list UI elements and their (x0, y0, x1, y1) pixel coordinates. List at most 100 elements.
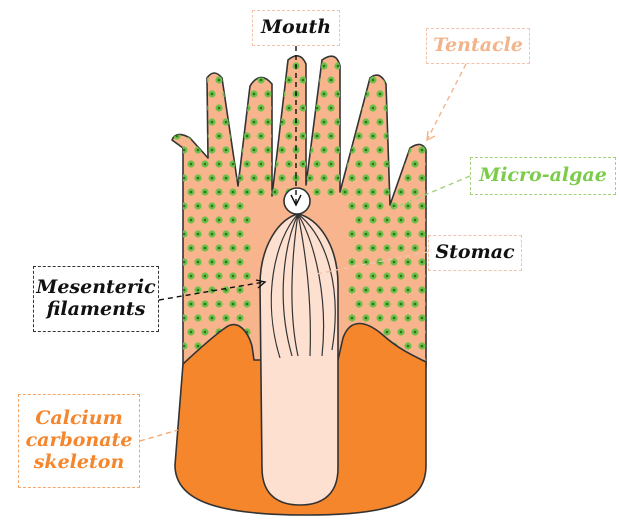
algae-cell-icon (264, 90, 271, 97)
algae-cell-icon (208, 258, 215, 265)
algae-cell-icon (404, 174, 411, 181)
algae-cell-icon (278, 118, 285, 125)
algae-cell-icon (257, 188, 264, 195)
algae-cell-icon (236, 230, 243, 237)
algae-cell-icon (264, 146, 271, 153)
algae-cell-icon (404, 258, 411, 265)
algae-cell-icon (201, 244, 208, 251)
algae-cell-icon (369, 132, 376, 139)
algae-cell-icon (369, 300, 376, 307)
algae-cell-icon (390, 230, 397, 237)
algae-cell-icon (355, 160, 362, 167)
calcium-label-line: carbonate (26, 430, 133, 452)
algae-cell-icon (201, 160, 208, 167)
algae-cell-icon (355, 272, 362, 279)
algae-cell-icon (173, 300, 180, 307)
algae-cell-icon (257, 160, 264, 167)
algae-cell-icon (327, 132, 334, 139)
algae-cell-icon (264, 62, 271, 69)
algae-cell-icon (208, 62, 215, 69)
algae-cell-icon (418, 174, 425, 181)
algae-cell-icon (383, 328, 390, 335)
algae-cell-icon (285, 76, 292, 83)
algae-cell-icon (243, 300, 250, 307)
algae-cell-icon (348, 174, 355, 181)
algae-cell-icon (355, 244, 362, 251)
algae-cell-icon (383, 244, 390, 251)
mesenteric-filaments-label: Mesenteric filaments (33, 266, 159, 332)
algae-cell-icon (369, 188, 376, 195)
algae-cell-icon (376, 118, 383, 125)
algae-cell-icon (264, 118, 271, 125)
algae-cell-icon (397, 216, 404, 223)
algae-cell-icon (348, 286, 355, 293)
algae-cell-icon (201, 328, 208, 335)
stomac-label: Stomac (428, 235, 522, 271)
algae-cell-icon (222, 286, 229, 293)
algae-cell-icon (215, 132, 222, 139)
algae-cell-icon (320, 90, 327, 97)
algae-cell-icon (348, 230, 355, 237)
algae-cell-icon (348, 146, 355, 153)
algae-cell-icon (355, 216, 362, 223)
algae-cell-icon (404, 62, 411, 69)
algae-cell-icon (376, 62, 383, 69)
algae-cell-icon (376, 314, 383, 321)
algae-cell-icon (285, 160, 292, 167)
algae-cell-icon (404, 118, 411, 125)
algae-cell-icon (278, 146, 285, 153)
algae-cell-icon (418, 342, 425, 349)
algae-cell-icon (243, 76, 250, 83)
algae-cell-icon (397, 160, 404, 167)
algae-cell-icon (222, 202, 229, 209)
algae-cell-icon (194, 90, 201, 97)
algae-cell-icon (383, 300, 390, 307)
algae-cell-icon (348, 90, 355, 97)
algae-cell-icon (250, 62, 257, 69)
algae-cell-icon (341, 104, 348, 111)
algae-cell-icon (418, 258, 425, 265)
algae-cell-icon (404, 90, 411, 97)
algae-cell-icon (208, 146, 215, 153)
algae-cell-icon (348, 258, 355, 265)
algae-cell-icon (383, 132, 390, 139)
algae-cell-icon (222, 146, 229, 153)
algae-cell-icon (285, 132, 292, 139)
tentacle-label: Tentacle (426, 28, 530, 64)
algae-cell-icon (187, 328, 194, 335)
algae-cell-icon (173, 104, 180, 111)
algae-cell-icon (187, 104, 194, 111)
algae-cell-icon (250, 118, 257, 125)
algae-cell-icon (306, 62, 313, 69)
algae-cell-icon (348, 314, 355, 321)
algae-cell-icon (222, 62, 229, 69)
algae-cell-icon (215, 160, 222, 167)
algae-cell-icon (362, 314, 369, 321)
algae-cell-icon (313, 132, 320, 139)
algae-cell-icon (180, 258, 187, 265)
algae-cell-icon (229, 216, 236, 223)
algae-cell-icon (299, 132, 306, 139)
algae-cell-icon (411, 76, 418, 83)
algae-cell-icon (208, 202, 215, 209)
algae-cell-icon (425, 76, 432, 83)
algae-cell-icon (404, 342, 411, 349)
algae-cell-icon (187, 188, 194, 195)
algae-cell-icon (397, 244, 404, 251)
algae-cell-icon (383, 216, 390, 223)
calcium-carbonate-skeleton-label: Calcium carbonate skeleton (18, 394, 140, 488)
algae-cell-icon (180, 174, 187, 181)
algae-cell-icon (243, 132, 250, 139)
algae-cell-icon (187, 216, 194, 223)
algae-cell-icon (187, 160, 194, 167)
algae-cell-icon (411, 104, 418, 111)
algae-cell-icon (229, 272, 236, 279)
algae-cell-icon (327, 76, 334, 83)
algae-cell-icon (320, 174, 327, 181)
algae-cell-icon (376, 286, 383, 293)
algae-cell-icon (194, 230, 201, 237)
mouth-label: Mouth (252, 10, 340, 46)
calcium-label-line: Calcium (35, 408, 122, 430)
algae-cell-icon (390, 90, 397, 97)
